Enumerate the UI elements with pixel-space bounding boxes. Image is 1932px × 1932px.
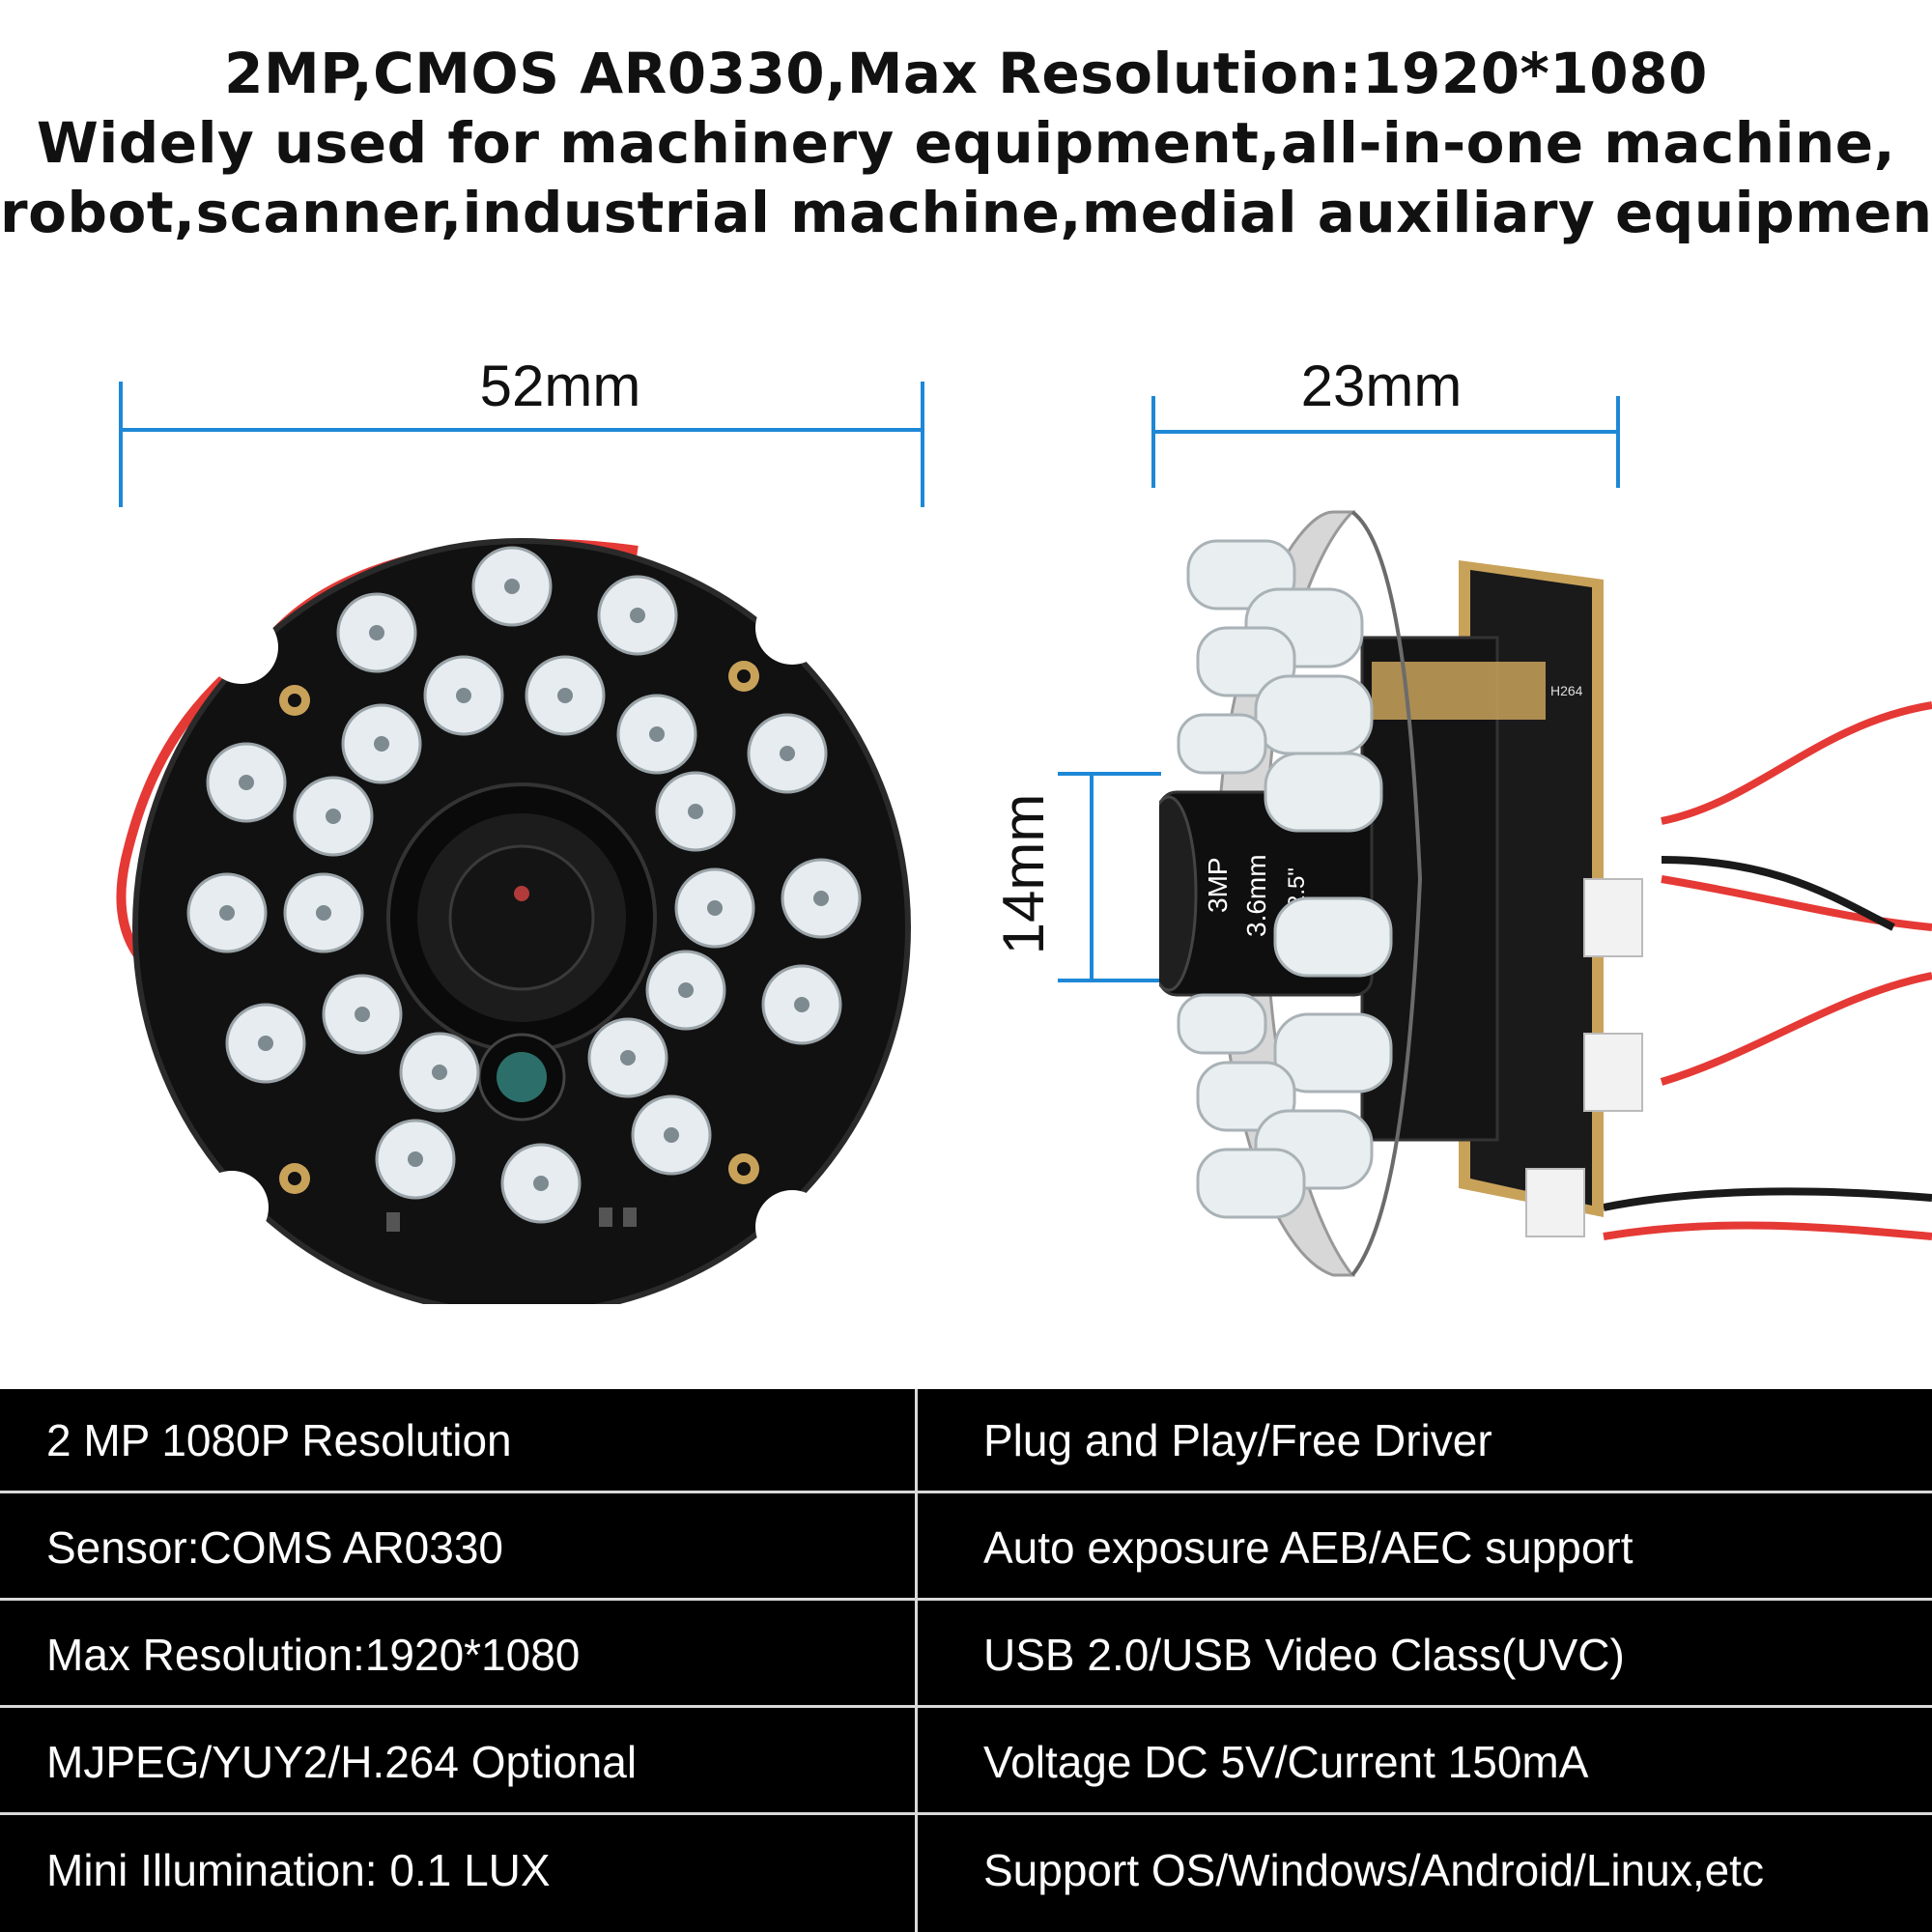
headline-line-2: Widely used for machinery equipment,all-… (36, 110, 1896, 176)
spec-row: MJPEG/YUY2/H.264 Optional Voltage DC 5V/… (0, 1711, 1932, 1815)
front-width-label: 52mm (479, 354, 641, 418)
board-label: H264 (1550, 683, 1583, 698)
spec-cell-left: Sensor:COMS AR0330 (46, 1521, 504, 1573)
side-width-label: 23mm (1300, 354, 1463, 418)
lens-height-dimension-line (1058, 772, 1161, 982)
front-width-dimension-line (119, 382, 924, 507)
headline: 2MP,CMOS AR0330,Max Resolution:1920*1080… (0, 39, 1932, 247)
headline-line-1: 2MP,CMOS AR0330,Max Resolution:1920*1080 (224, 41, 1708, 106)
spec-cell-left: Max Resolution:1920*1080 (46, 1629, 581, 1680)
lens-height-label: 14mm (991, 793, 1056, 955)
spec-row: Sensor:COMS AR0330 Auto exposure AEB/AEC… (0, 1496, 1932, 1601)
spec-cell-left: 2 MP 1080P Resolution (46, 1414, 512, 1465)
spec-cell-right: Plug and Play/Free Driver (983, 1414, 1492, 1465)
spec-row: Max Resolution:1920*1080 USB 2.0/USB Vid… (0, 1604, 1932, 1708)
spec-cell-left: MJPEG/YUY2/H.264 Optional (46, 1736, 638, 1787)
spec-cell-right: USB 2.0/USB Video Class(UVC) (983, 1629, 1625, 1680)
camera-front-view (116, 538, 911, 1304)
spec-cell-right: Auto exposure AEB/AEC support (983, 1521, 1634, 1573)
spec-row: 2 MP 1080P Resolution Plug and Play/Free… (0, 1389, 1932, 1493)
headline-line-3: robot,scanner,industrial machine,medial … (0, 180, 1932, 245)
spec-table: 2 MP 1080P Resolution Plug and Play/Free… (0, 1389, 1932, 1932)
camera-side-view: H264 3MP 3.6mm 1/2.5" (1159, 510, 1932, 1277)
lens-text-3mp: 3MP (1203, 857, 1233, 913)
column-divider (915, 1389, 918, 1932)
lens-text-focal: 3.6mm (1241, 854, 1271, 937)
spec-cell-right: Voltage DC 5V/Current 150mA (983, 1736, 1589, 1787)
spec-cell-right: Support OS/Windows/Android/Linux,etc (983, 1845, 1764, 1895)
side-width-dimension-line (1151, 396, 1620, 488)
spec-cell-left: Mini Illumination: 0.1 LUX (46, 1845, 551, 1895)
spec-row: Mini Illumination: 0.1 LUX Support OS/Wi… (0, 1818, 1932, 1922)
